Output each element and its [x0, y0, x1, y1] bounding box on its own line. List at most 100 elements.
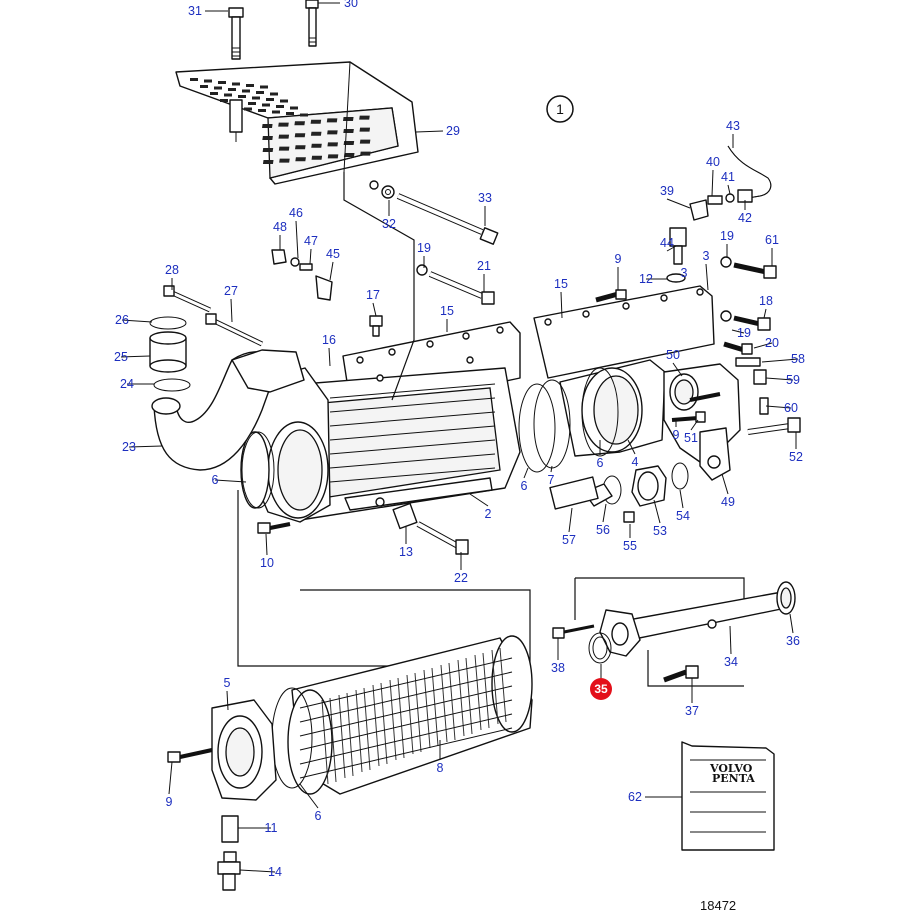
- callout-text: 6: [315, 809, 322, 823]
- callout-text: 17: [366, 288, 380, 302]
- callout-c9b: 9: [673, 428, 680, 442]
- callout-c19c: 19: [737, 326, 751, 340]
- callout-text: 6: [521, 479, 528, 493]
- nut-38: [552, 624, 595, 639]
- callout-text: 47: [304, 234, 318, 248]
- callout-c30: 30: [344, 0, 358, 10]
- callout-text: 28: [165, 263, 179, 277]
- callout-text: 53: [653, 524, 667, 538]
- callout-c7: 7: [548, 473, 555, 487]
- callout-text: 21: [477, 259, 491, 273]
- callout-c13: 13: [399, 545, 413, 559]
- callout-c10: 10: [260, 556, 274, 570]
- inlet-elbow-23: [151, 349, 305, 471]
- callout-text: 61: [765, 233, 779, 247]
- callout-text: 14: [268, 865, 282, 879]
- callout-text: 44: [660, 236, 674, 250]
- callout-text: 55: [623, 539, 637, 553]
- callout-text: 51: [684, 431, 698, 445]
- callout-text: 8: [437, 761, 444, 775]
- callout-text: 20: [765, 336, 779, 350]
- callout-text: 46: [289, 206, 303, 220]
- long-bolt-33: [381, 185, 499, 245]
- cover-bolt-31: [228, 7, 244, 142]
- bolt-27: [205, 313, 264, 347]
- callout-c57: 57: [562, 533, 576, 547]
- logo-volvo: VOLVO: [709, 762, 753, 775]
- callout-text: 15: [554, 277, 568, 291]
- callout-c60: 60: [784, 401, 798, 415]
- logo-penta: PENTA: [712, 772, 755, 785]
- bolt-9-lower: [167, 748, 213, 763]
- callout-c14: 14: [268, 865, 282, 879]
- callout-c15a: 15: [440, 304, 454, 318]
- callout-text: 42: [738, 211, 752, 225]
- callout-text: 49: [721, 495, 735, 509]
- callout-circle-1: [546, 95, 574, 123]
- callout-text: 59: [786, 373, 800, 387]
- callout-text: 25: [114, 350, 128, 364]
- callout-c15b: 15: [554, 277, 568, 291]
- callout-text: 43: [726, 119, 740, 133]
- tube-stack-8: [287, 635, 533, 795]
- callout-c6b: 6: [521, 479, 528, 493]
- callout-c22: 22: [454, 571, 468, 585]
- callout-text: 22: [454, 571, 468, 585]
- callout-text: 50: [666, 348, 680, 362]
- callout-text: 16: [322, 333, 336, 347]
- callout-text: 19: [417, 241, 431, 255]
- callout-text: 4: [632, 455, 639, 469]
- fittings-45-48: [271, 249, 333, 301]
- callout-text: 31: [188, 4, 202, 18]
- callout-text: 15: [440, 304, 454, 318]
- callout-c23: 23: [122, 440, 136, 454]
- callout-c34: 34: [724, 655, 738, 669]
- callout-c21: 21: [477, 259, 491, 273]
- callout-c47: 47: [304, 234, 318, 248]
- bolts-right-18-20-61: [720, 256, 777, 355]
- callout-text: 19: [720, 229, 734, 243]
- callout-text: 38: [551, 661, 565, 675]
- plug-17: [369, 315, 383, 337]
- callout-text: 24: [120, 377, 134, 391]
- callout-c17: 17: [366, 288, 380, 302]
- callout-highlight-circle: [590, 678, 612, 700]
- callout-c42: 42: [738, 211, 752, 225]
- callout-c24: 24: [120, 377, 134, 391]
- connection-pieces-24-26: [149, 316, 191, 392]
- callout-text: 29: [446, 124, 460, 138]
- callout-text: 7: [548, 473, 555, 487]
- callout-c6c: 6: [597, 456, 604, 470]
- callout-text: 39: [660, 184, 674, 198]
- callout-text: 57: [562, 533, 576, 547]
- pipe-34: [599, 581, 796, 657]
- callout-text: 6: [212, 473, 219, 487]
- callout-c20: 20: [765, 336, 779, 350]
- bolt-37: [663, 665, 699, 683]
- callout-c40: 40: [706, 155, 720, 169]
- callout-c44: 44: [660, 236, 674, 250]
- callout-text: 34: [724, 655, 738, 669]
- callout-c53: 53: [653, 524, 667, 538]
- callout-text: 58: [791, 352, 805, 366]
- callout-c18: 18: [759, 294, 773, 308]
- callout-text: 18: [759, 294, 773, 308]
- callout-c41: 41: [721, 170, 735, 184]
- callout-c52: 52: [789, 450, 803, 464]
- callout-text: 45: [326, 247, 340, 261]
- cover-bolt-30: [305, 0, 319, 47]
- top-cover-plate: [175, 61, 419, 190]
- callout-c50: 50: [666, 348, 680, 362]
- callout-text: 35: [594, 682, 608, 696]
- callout-c3b: 3: [681, 266, 688, 280]
- callout-text: 40: [706, 155, 720, 169]
- callout-text: 9: [166, 795, 173, 809]
- callout-c8: 8: [437, 761, 444, 775]
- callout-text: 37: [685, 704, 699, 718]
- callout-text: 13: [399, 545, 413, 559]
- o-ring-35: [588, 632, 612, 664]
- callout-text: 48: [273, 220, 287, 234]
- callout-c58: 58: [791, 352, 805, 366]
- callout-c4: 4: [632, 455, 639, 469]
